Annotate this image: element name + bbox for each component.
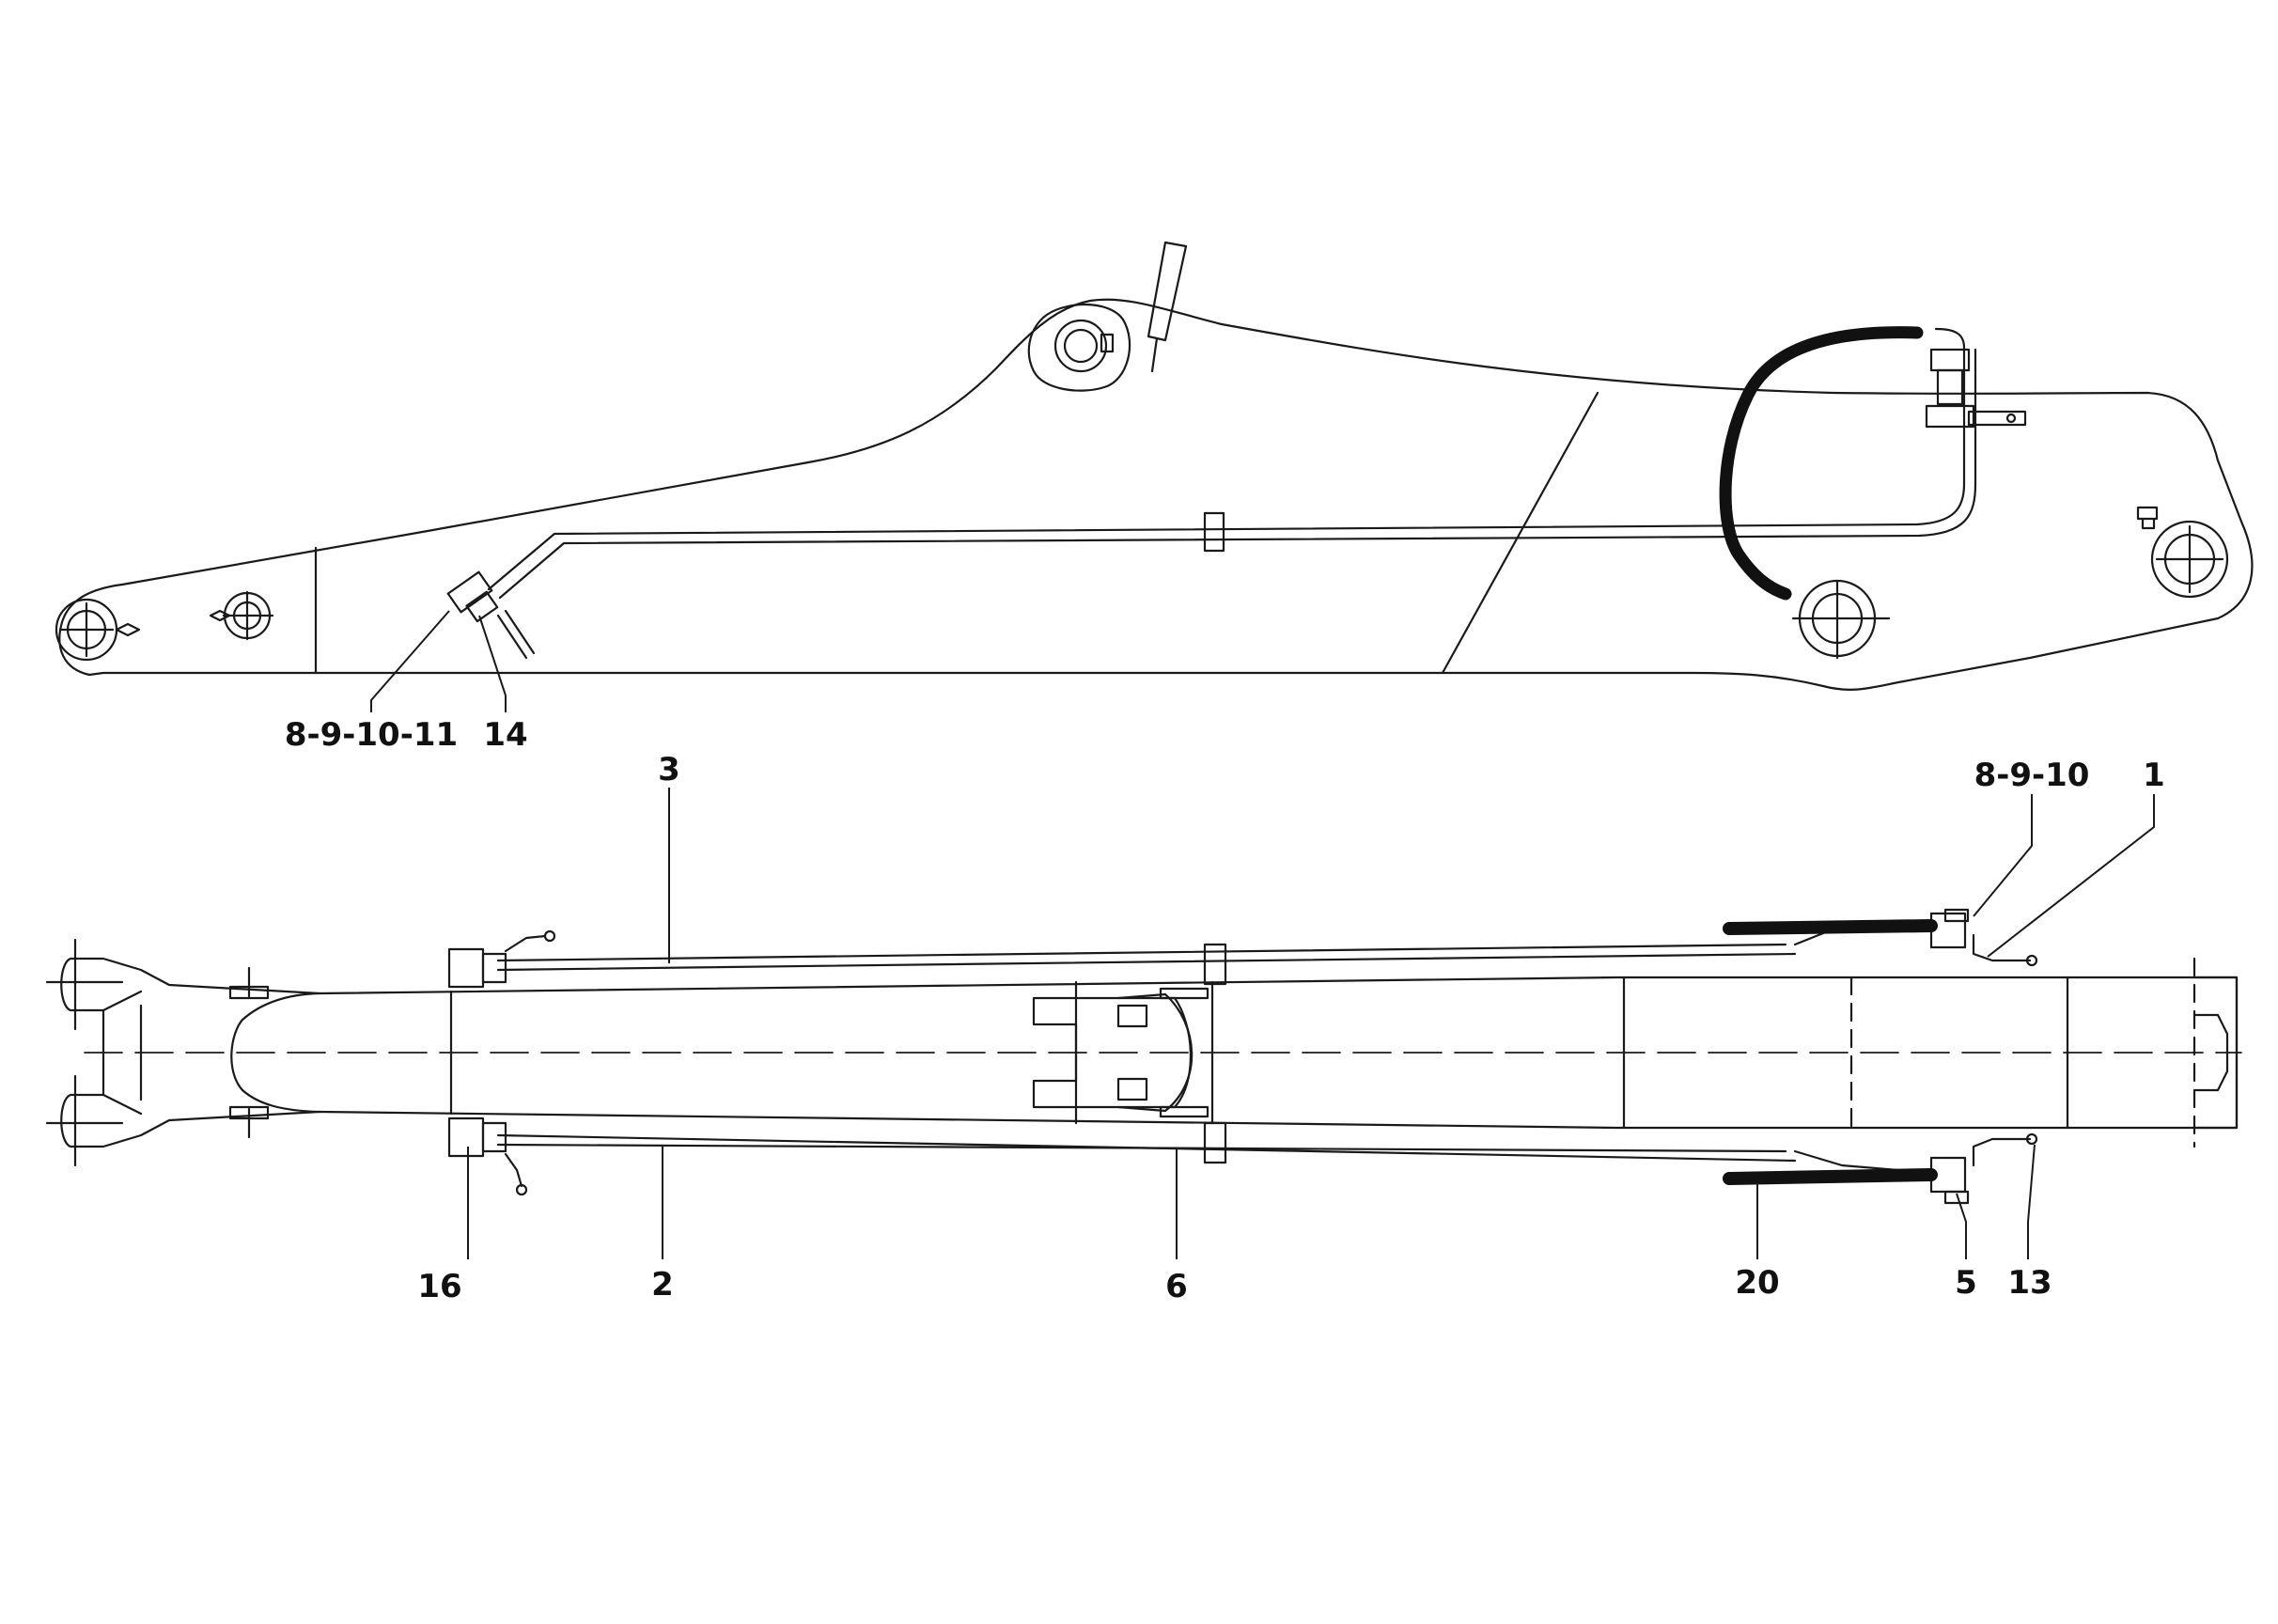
callout-14: 14 [483, 716, 527, 754]
fitting-top-right-upper [1793, 908, 2038, 967]
callout-1: 1 [2143, 757, 2165, 794]
lifting-eye [1147, 241, 1188, 342]
callout-3: 3 [658, 751, 680, 789]
fitting-top-left-upper [447, 929, 556, 989]
pipe-clamp-lower [1203, 1121, 1227, 1164]
link-pin [209, 590, 274, 641]
pipe-clamp-side [1203, 511, 1225, 553]
callout-2: 2 [651, 1266, 674, 1304]
top-view-leaders [467, 788, 2155, 1259]
callout-8-9-10-11: 8-9-10-11 [285, 716, 458, 754]
side-view-leaders [370, 610, 507, 712]
callout-8-9-10: 8-9-10 [1974, 757, 2090, 794]
boom-top-tip [45, 938, 321, 1167]
cylinder-mount-top [1032, 987, 1209, 1118]
fitting-top-left-lower [447, 1116, 528, 1196]
callout-20: 20 [1735, 1264, 1779, 1302]
cylinder-pin-boss [1027, 304, 1131, 392]
boom-top-view [45, 908, 2242, 1205]
callout-6: 6 [1165, 1268, 1188, 1305]
cylinder-base-pin [1791, 579, 1891, 660]
hose-top-upper [1723, 919, 1938, 935]
pipe-clamp-upper [1203, 943, 1227, 986]
boom-side-view [55, 241, 2254, 691]
callout-16: 16 [417, 1268, 461, 1305]
callout-5: 5 [1955, 1264, 1977, 1302]
hose-top-lower [1723, 1168, 1938, 1185]
fitting-side-right [1925, 348, 2027, 429]
boom-side-outline [58, 298, 2254, 691]
boom-side-diagonal-line [1441, 391, 1599, 675]
fitting-side-left [446, 570, 536, 660]
tip-pin [55, 598, 141, 662]
pipe-side-view [487, 327, 1966, 591]
pipe-upper-top-view [496, 943, 1787, 962]
hose-side-view [1719, 326, 1924, 601]
heel-pin [2136, 506, 2229, 599]
boom-top-heel [2192, 976, 2239, 1130]
callout-13: 13 [2007, 1264, 2052, 1302]
